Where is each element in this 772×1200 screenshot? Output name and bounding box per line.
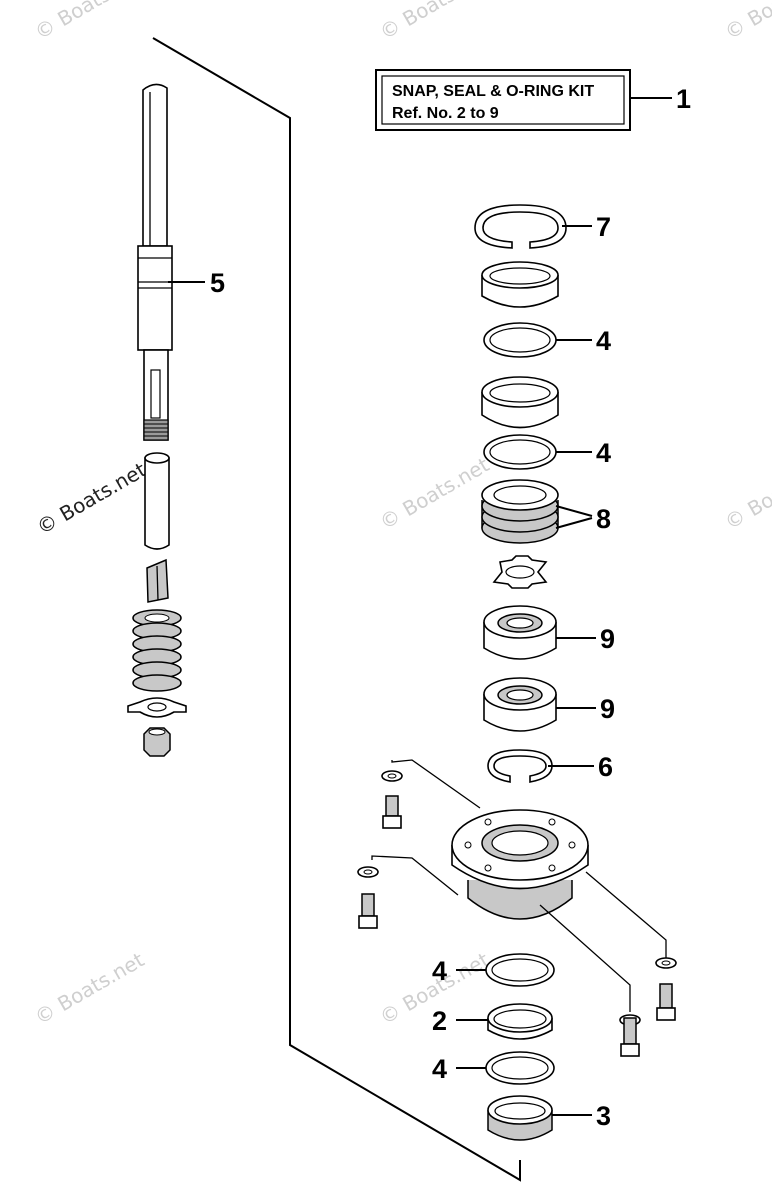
o-ring-c — [485, 953, 555, 987]
bolt-mid-left — [357, 866, 379, 929]
callout-2: 2 — [432, 1006, 447, 1036]
bearing-a — [483, 605, 557, 660]
kit-title: SNAP, SEAL & O-RING KIT — [392, 83, 594, 100]
bottom-ring — [487, 1095, 553, 1141]
snap-ring-top — [474, 204, 567, 249]
callout-5: 5 — [210, 268, 225, 298]
leader-bolt-upper — [391, 759, 481, 809]
o-ring-b — [483, 434, 557, 470]
sleeve-ring — [481, 261, 559, 308]
bolt-center-right — [619, 1014, 641, 1057]
watermark-6: © Boats.net — [31, 947, 149, 1029]
assembly-bracket-line — [152, 37, 521, 1182]
watermark-3: © Boats.net — [721, 0, 772, 44]
callout-9a: 9 — [600, 624, 615, 654]
callout-7: 7 — [596, 212, 611, 242]
kit-label-box: SNAP, SEAL & O-RING KIT Ref. No. 2 to 9 — [375, 69, 631, 131]
o-ring-a — [483, 322, 557, 358]
shaft-assembly — [137, 83, 173, 441]
seal-bottom — [487, 1003, 553, 1040]
o-ring-d — [485, 1051, 555, 1085]
seal-stack — [481, 479, 559, 544]
leader-bolt-center — [539, 904, 631, 1012]
leader-bolt-mid — [371, 855, 459, 896]
watermark-4: © Boats.net — [376, 452, 494, 534]
nut — [143, 727, 171, 757]
tab-washer — [127, 697, 187, 718]
callout-8: 8 — [596, 504, 611, 534]
bolt-upper-left — [381, 770, 403, 829]
seal-ring — [481, 376, 559, 429]
callout-1: 1 — [676, 84, 691, 114]
watermark-2: © Boats.net — [376, 0, 494, 44]
callout-3: 3 — [596, 1101, 611, 1131]
kit-subtitle: Ref. No. 2 to 9 — [392, 105, 499, 122]
lock-washer — [492, 555, 548, 589]
callout-4c: 4 — [432, 956, 447, 986]
sleeve-tube — [144, 452, 170, 550]
callout-9b: 9 — [600, 694, 615, 724]
watermark-dark: © Boats.net — [33, 457, 151, 539]
watermark-5: © Boats.net — [721, 452, 772, 534]
leader-bolt-right — [585, 871, 667, 958]
callout-4b: 4 — [596, 438, 611, 468]
spring — [132, 609, 182, 692]
bolt-right — [655, 957, 677, 1021]
bearing-b — [483, 677, 557, 732]
snap-ring-lower — [487, 749, 553, 783]
callout-6: 6 — [598, 752, 613, 782]
watermark-1: © Boats.net — [31, 0, 149, 44]
bearing-housing — [451, 809, 589, 920]
callout-4a: 4 — [596, 326, 611, 356]
callout-4d: 4 — [432, 1054, 447, 1084]
